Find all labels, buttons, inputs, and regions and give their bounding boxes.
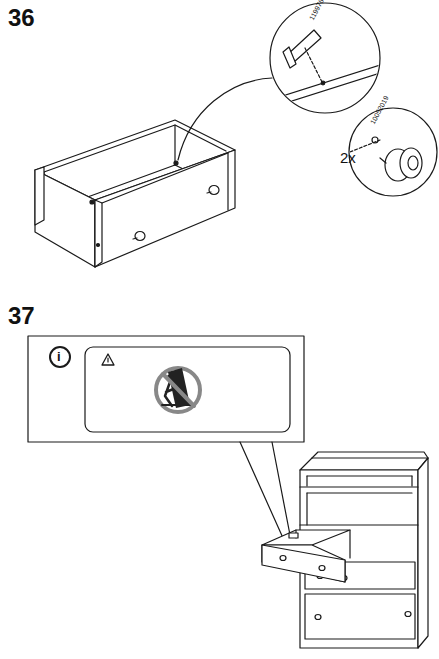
step-number: 37 — [8, 304, 35, 328]
info-icon-letter: i — [57, 350, 61, 363]
knob-detail — [349, 108, 437, 196]
magnify-line — [178, 78, 272, 160]
drawer-box — [35, 120, 235, 267]
quantity: 2x — [340, 150, 356, 165]
screw-detail — [270, 3, 380, 113]
step-number: 36 — [8, 6, 35, 30]
dresser — [262, 452, 428, 648]
warning-panel — [28, 336, 304, 538]
